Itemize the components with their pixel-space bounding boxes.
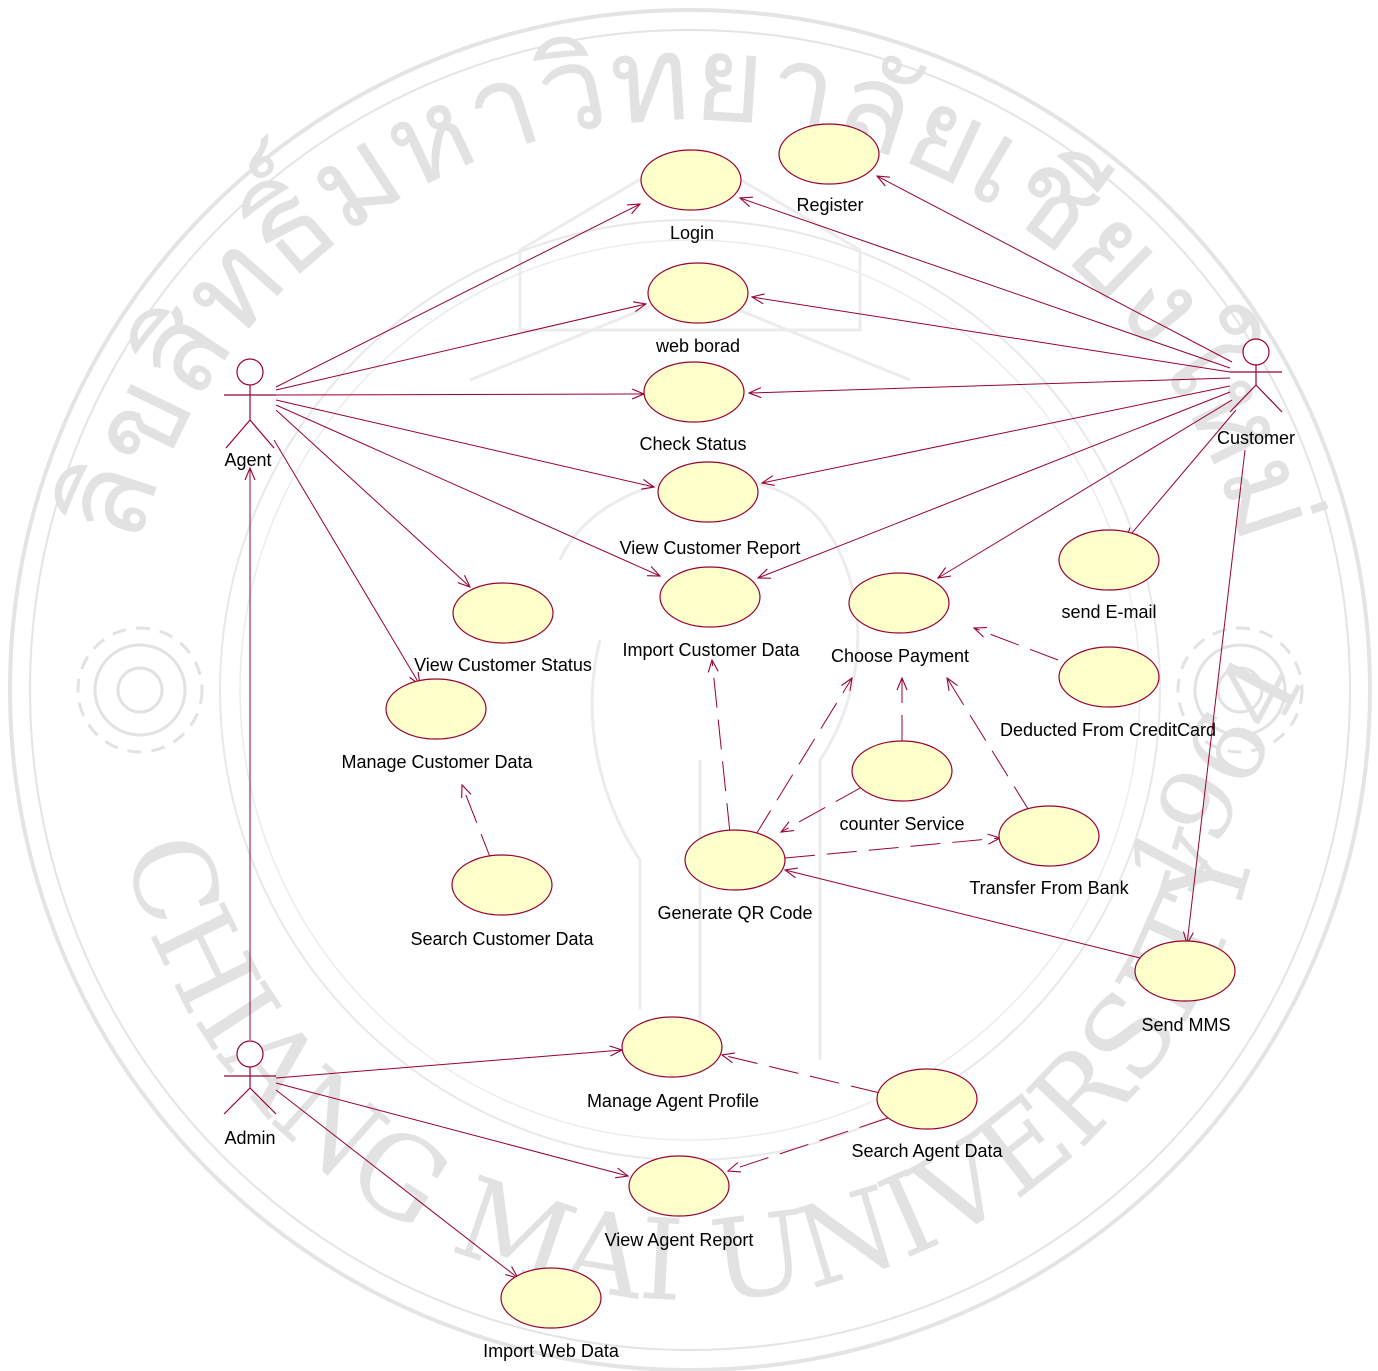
use-case-login-label: Login [670,223,714,243]
assoc-customer-send-email [1126,409,1237,540]
dep-search-agent-manage-profile [722,1055,881,1094]
assoc-agent-manage-customer-data [273,439,420,685]
assoc-customer-choose-payment [938,399,1233,578]
use-case-view-customer-status[interactable] [452,582,554,644]
use-case-counter-service-label: counter Service [839,814,964,834]
use-case-check-status[interactable] [643,361,745,423]
dep-generate-qr-transfer [784,838,1000,859]
use-case-send-mms[interactable] [1134,940,1236,1002]
connectors [250,176,1246,1278]
use-case-view-customer-status-label: View Customer Status [414,655,592,675]
use-case-search-agent-data[interactable] [876,1068,978,1130]
assoc-agent-login [275,204,640,388]
use-case-manage-agent-profile-label: Manage Agent Profile [587,1091,759,1111]
actor-agent[interactable] [224,358,276,449]
use-case-view-customer-report[interactable] [657,461,759,523]
use-case-import-customer-data[interactable] [659,566,761,628]
use-case-send-mms-label: Send MMS [1141,1015,1230,1035]
use-case-transfer-from-bank-label: Transfer From Bank [969,878,1129,898]
use-case-counter-service[interactable] [851,740,953,802]
use-case-send-email[interactable] [1058,529,1160,591]
assoc-agent-import-customer-data [275,404,660,576]
use-case-manage-agent-profile[interactable] [621,1016,723,1078]
assoc-customer-check-status [749,377,1231,393]
use-case-choose-payment-label: Choose Payment [831,646,969,666]
dep-transfer-choose-payment [947,678,1031,813]
use-case-import-customer-data-label: Import Customer Data [622,640,800,660]
assoc-agent-web-board [275,304,646,391]
actor-admin-label: Admin [224,1128,275,1148]
actor-customer-label: Customer [1217,428,1295,448]
use-case-search-agent-data-label: Search Agent Data [851,1141,1003,1161]
use-case-manage-customer-data[interactable] [385,678,487,740]
use-case-register[interactable] [778,123,880,185]
dep-generate-qr-choose-payment [754,678,852,837]
use-case-deducted-credit-card-label: Deducted From CreditCard [1000,720,1216,740]
dep-generate-qr-import-customer-data [712,660,731,834]
assoc-customer-import-customer-data [758,391,1231,578]
use-case-register-label: Register [796,195,863,215]
use-case-transfer-from-bank[interactable] [998,805,1100,867]
assoc-customer-send-mms [1187,449,1246,944]
assoc-send-mms-generate-qr [785,870,1141,959]
actor-admin[interactable] [223,1040,277,1115]
use-case-generate-qr-code-label: Generate QR Code [657,903,812,923]
assoc-customer-view-customer-report [762,385,1231,483]
actor-customer[interactable] [1229,338,1283,413]
dep-search-customer-data [462,785,493,863]
actor-agent-label: Agent [224,450,271,470]
use-case-send-email-label: send E-mail [1061,602,1156,622]
use-case-import-web-data[interactable] [500,1267,602,1329]
use-case-search-customer-data-label: Search Customer Data [410,929,594,949]
assoc-customer-login [740,198,1231,369]
use-case-generate-qr-code[interactable] [684,829,786,891]
use-case-web-board-label: web borad [655,336,740,356]
use-case-view-customer-report-label: View Customer Report [620,538,801,558]
use-case-manage-customer-data-label: Manage Customer Data [341,752,533,772]
assoc-agent-check-status [275,394,644,395]
assoc-agent-view-customer-report [275,399,654,487]
assoc-admin-import-web-data [275,1089,518,1278]
use-case-check-status-label: Check Status [639,434,746,454]
assoc-admin-manage-agent-profile [275,1050,622,1079]
use-case-web-board[interactable] [647,262,749,324]
use-case-view-agent-report[interactable] [628,1155,730,1217]
assoc-customer-register [877,176,1233,363]
use-case-view-agent-report-label: View Agent Report [605,1230,754,1250]
use-case-login[interactable] [640,149,742,211]
assoc-admin-view-agent-report [275,1082,628,1176]
dep-counter-service-generate-qr [781,786,863,832]
assoc-agent-view-customer-status [275,409,470,587]
dep-search-agent-view-report [728,1117,889,1171]
dep-credit-card-choose-payment [974,628,1059,661]
flower-ornament-icon [76,626,204,754]
use-case-deducted-credit-card[interactable] [1058,646,1160,708]
assoc-customer-web-board [752,297,1231,373]
flower-ornament-icon [1176,626,1304,754]
use-case-choose-payment[interactable] [848,572,950,634]
use-case-import-web-data-label: Import Web Data [483,1341,620,1361]
use-case-search-customer-data[interactable] [451,854,553,916]
